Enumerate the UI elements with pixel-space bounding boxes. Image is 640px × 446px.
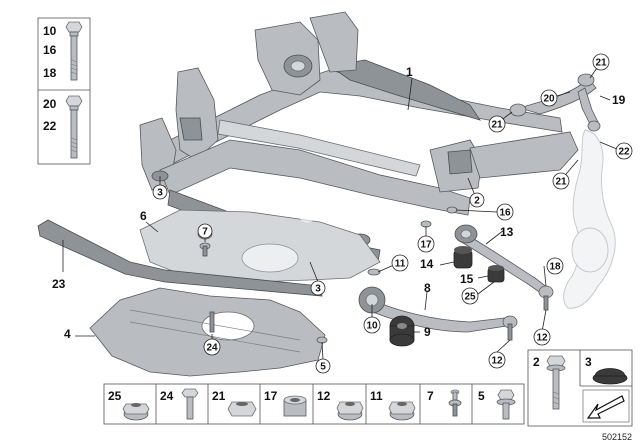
callout-label: 3 — [315, 284, 321, 295]
hardware-number: 17 — [264, 389, 278, 403]
callout-circle: 3 — [152, 184, 168, 200]
leader-lines — [62, 64, 625, 361]
callout-circle: 2 — [469, 192, 485, 208]
hardware-row: 25 24 21 17 12 11 7 5 — [103, 383, 525, 425]
doc-number: 502152 — [602, 432, 632, 442]
left-box-number: 18 — [43, 66, 57, 80]
strut-bushing — [453, 246, 473, 269]
callout-label: 22 — [618, 147, 630, 158]
callout-label: 2 — [474, 196, 480, 207]
small-nut-11 — [367, 268, 381, 276]
callout-label: 21 — [555, 177, 567, 188]
callouts: 1 4 6 8 9 13 14 15 19 23 2 3 3 5 7 — [52, 53, 633, 374]
hardware-number: 12 — [317, 389, 331, 403]
collar-nut-icon — [283, 395, 307, 417]
right-box-number: 3 — [585, 355, 592, 369]
right-parts-box: 2 3 — [527, 349, 633, 427]
callout-label: 11 — [395, 259, 406, 270]
callout-circle: 21 — [592, 53, 610, 71]
rubber-cap-icon — [592, 368, 628, 385]
hardware-number: 7 — [427, 389, 434, 403]
left-box-number: 22 — [43, 119, 57, 133]
callout-label: 12 — [491, 356, 503, 367]
strut-bushing — [487, 265, 505, 283]
watermark: CYPESP — [298, 198, 404, 228]
callout-label: 14 — [420, 257, 434, 271]
callout-circle: 20 — [540, 89, 558, 107]
callout-label: 19 — [612, 93, 626, 107]
hardware-number: 25 — [108, 389, 122, 403]
callout-circle: 21 — [488, 115, 506, 133]
left-box-number: 10 — [43, 24, 57, 38]
callout-label: 12 — [536, 333, 548, 344]
flange-nut-icon — [122, 403, 150, 421]
hardware-number: 21 — [212, 389, 226, 403]
stiffening-plate — [89, 287, 326, 377]
callout-circle: 24 — [203, 338, 221, 356]
callout-circle: 16 — [496, 203, 514, 221]
direction-arrow-icon — [582, 389, 630, 423]
small-nut-16 — [446, 206, 458, 214]
flange-nut-icon — [388, 401, 416, 421]
flange-bolt-icon — [546, 355, 566, 410]
callout-circle: 17 — [417, 235, 435, 253]
callout-label: 6 — [140, 209, 147, 223]
left-box-number: 16 — [43, 43, 57, 57]
left-bolt-box: 10 16 18 20 22 — [37, 17, 91, 165]
callout-circle: 25 — [461, 287, 479, 305]
long-bolt-icon — [65, 21, 83, 81]
callout-label: 23 — [52, 277, 66, 291]
callout-circle: 3 — [310, 280, 326, 296]
callout-label: 13 — [500, 225, 514, 239]
callout-circle: 7 — [197, 223, 213, 239]
callout-label: 1 — [406, 65, 413, 79]
callout-label: 4 — [64, 327, 71, 341]
hex-bolt-icon — [181, 388, 199, 420]
callout-label: 5 — [320, 362, 326, 373]
small-bolt-24 — [209, 311, 215, 333]
callout-label: 21 — [491, 120, 503, 131]
callout-circle: 12 — [488, 351, 506, 369]
callout-label: 25 — [464, 292, 476, 303]
left-box-number: 20 — [43, 97, 57, 111]
rubber-mount — [389, 315, 415, 347]
right-box-number: 2 — [533, 355, 540, 369]
callout-label: 7 — [202, 227, 208, 238]
callout-label: 10 — [366, 321, 378, 332]
callout-label: 9 — [424, 325, 431, 339]
callout-label: 8 — [424, 281, 431, 295]
callout-label: 18 — [549, 262, 561, 273]
callout-label: 20 — [543, 94, 555, 105]
flange-nut-icon — [336, 401, 364, 421]
callout-label: 3 — [157, 188, 163, 199]
hardware-number: 11 — [370, 389, 383, 403]
flange-bolt-icon — [496, 389, 516, 420]
callout-circle: 10 — [363, 316, 381, 334]
hex-nut-icon — [227, 401, 257, 417]
callout-label: 15 — [460, 272, 474, 286]
small-bolt-7 — [199, 242, 211, 257]
callout-circle: 5 — [315, 358, 331, 374]
callout-label: 24 — [206, 343, 218, 354]
callout-circle: 18 — [546, 257, 564, 275]
hardware-number: 24 — [160, 389, 174, 403]
steering-knuckle-ghost — [563, 129, 616, 309]
tension-strut — [454, 224, 554, 311]
callout-label: 17 — [420, 240, 432, 251]
wishbone-lower — [358, 286, 518, 341]
long-bolt-icon — [65, 95, 83, 159]
callout-circle: 22 — [615, 142, 633, 160]
callout-circle: 11 — [391, 254, 409, 272]
hardware-number: 5 — [478, 389, 485, 403]
callout-circle: 21 — [552, 172, 570, 190]
callout-circle: 12 — [533, 328, 551, 346]
callout-label: 21 — [595, 58, 607, 69]
small-screw-icon — [448, 389, 462, 417]
callout-label: 16 — [499, 208, 511, 219]
